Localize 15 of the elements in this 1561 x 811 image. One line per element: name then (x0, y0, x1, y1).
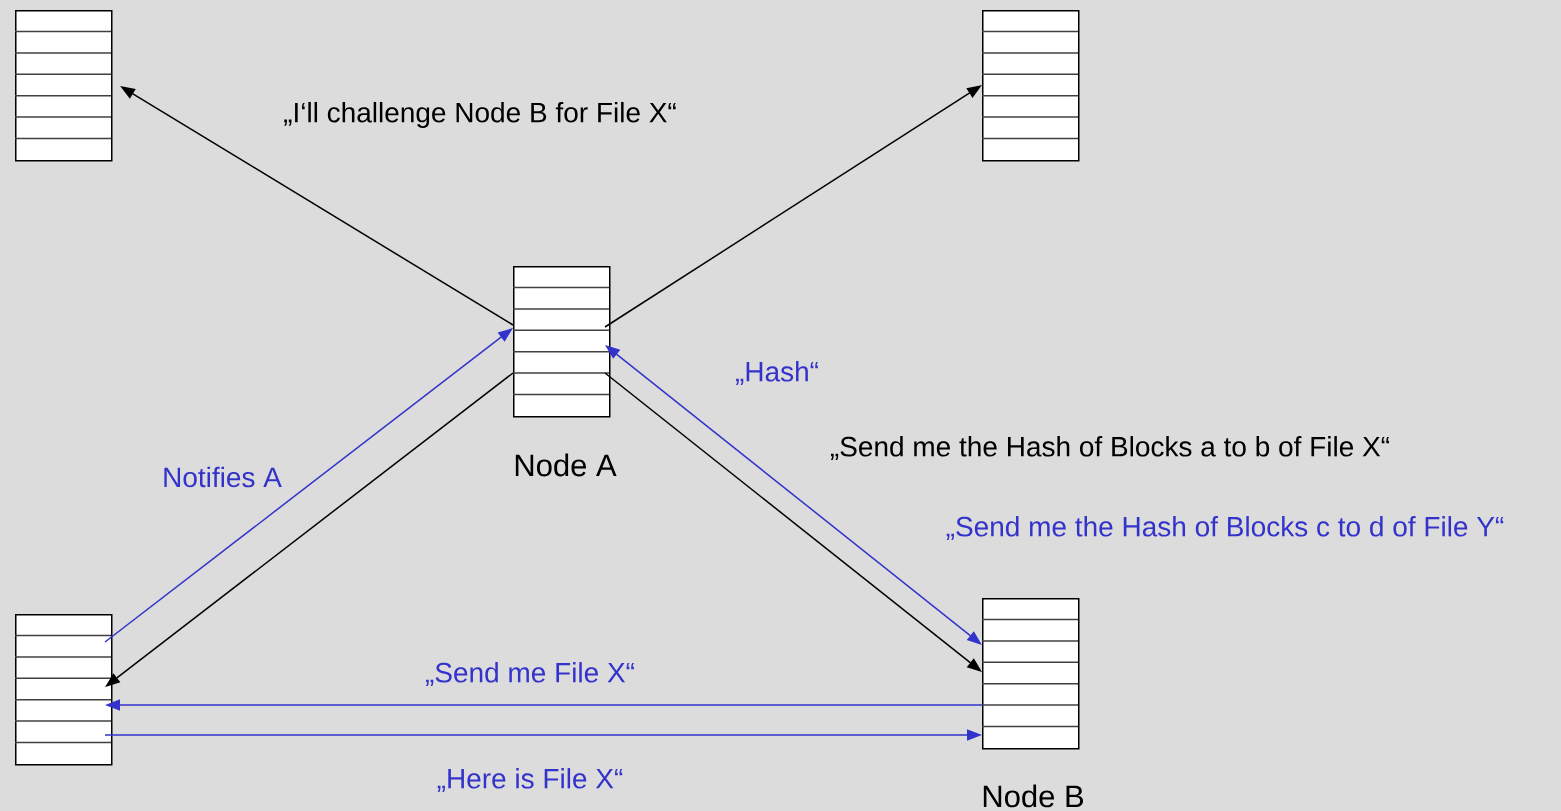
arrow (604, 372, 982, 672)
edge-label: „Send me File X“ (423, 660, 638, 688)
edge-label: Notifies A (160, 464, 284, 490)
edge-label: „I‘ll challenge Node B for File X“ (281, 99, 679, 131)
node-label: Node A (515, 453, 617, 477)
node-label: Node B (983, 784, 1083, 808)
table-stack (981, 10, 1080, 162)
table-stack (14, 10, 113, 162)
arrow (104, 328, 513, 643)
note-label: „Hash“ (736, 361, 818, 385)
edge-label: „Send me the Hash of Blocks c to d of File Y“ (943, 514, 1507, 542)
edge-label: „Send me the Hash of Blocks a to b of File X“ (827, 434, 1393, 462)
table-stack (14, 614, 113, 766)
edge-label: „Here is File X“ (434, 766, 626, 794)
arrow (605, 345, 982, 645)
